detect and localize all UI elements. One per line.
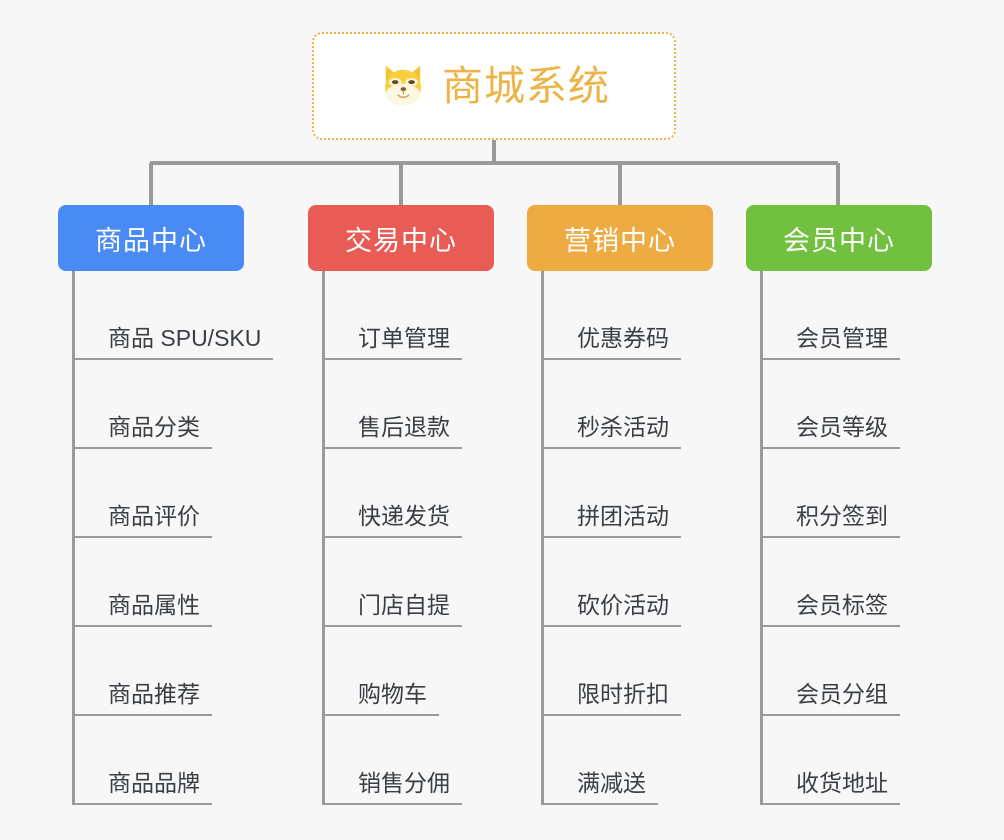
- list-item[interactable]: 满减送: [544, 716, 747, 805]
- leaf-label: 商品分类: [75, 414, 212, 449]
- leaf-label: 购物车: [325, 681, 439, 716]
- leaf-label: 会员等级: [763, 414, 900, 449]
- leaf-label: 门店自提: [325, 592, 462, 627]
- leaf-label: 积分签到: [763, 503, 900, 538]
- leaf-label: 商品推荐: [75, 681, 212, 716]
- leaf-label: 收货地址: [763, 770, 900, 805]
- category-column-会员中心: 会员中心 会员管理 会员等级 积分签到 会员标签 会员分组 收货地址: [746, 205, 966, 805]
- list-item[interactable]: 商品评价: [75, 449, 278, 538]
- leaf-list-1: 订单管理 售后退款 快递发货 门店自提 购物车 销售分佣: [322, 271, 528, 805]
- category-column-商品中心: 商品中心 商品 SPU/SKU 商品分类 商品评价 商品属性 商品推荐 商品品牌: [58, 205, 278, 805]
- list-item[interactable]: 售后退款: [325, 360, 528, 449]
- category-column-交易中心: 交易中心 订单管理 售后退款 快递发货 门店自提 购物车 销售分佣: [308, 205, 528, 805]
- list-item[interactable]: 商品 SPU/SKU: [75, 271, 278, 360]
- leaf-label: 商品评价: [75, 503, 212, 538]
- list-item[interactable]: 商品分类: [75, 360, 278, 449]
- leaf-label: 会员标签: [763, 592, 900, 627]
- leaf-label: 砍价活动: [544, 592, 681, 627]
- category-header-0[interactable]: 商品中心: [58, 205, 244, 271]
- leaf-list-2: 优惠券码 秒杀活动 拼团活动 砍价活动 限时折扣 满减送: [541, 271, 747, 805]
- list-item[interactable]: 限时折扣: [544, 627, 747, 716]
- list-item[interactable]: 商品属性: [75, 538, 278, 627]
- leaf-list-0: 商品 SPU/SKU 商品分类 商品评价 商品属性 商品推荐 商品品牌: [72, 271, 278, 805]
- leaf-label: 商品品牌: [75, 770, 212, 805]
- category-header-3[interactable]: 会员中心: [746, 205, 932, 271]
- leaf-label: 会员分组: [763, 681, 900, 716]
- list-item[interactable]: 购物车: [325, 627, 528, 716]
- list-item[interactable]: 订单管理: [325, 271, 528, 360]
- leaf-label: 拼团活动: [544, 503, 681, 538]
- list-item[interactable]: 门店自提: [325, 538, 528, 627]
- root-node[interactable]: 商城系统: [312, 32, 676, 140]
- category-column-营销中心: 营销中心 优惠券码 秒杀活动 拼团活动 砍价活动 限时折扣 满减送: [527, 205, 747, 805]
- leaf-label: 限时折扣: [544, 681, 681, 716]
- list-item[interactable]: 商品推荐: [75, 627, 278, 716]
- leaf-label: 销售分佣: [325, 770, 462, 805]
- list-item[interactable]: 快递发货: [325, 449, 528, 538]
- list-item[interactable]: 会员标签: [763, 538, 966, 627]
- list-item[interactable]: 砍价活动: [544, 538, 747, 627]
- leaf-label: 满减送: [544, 770, 658, 805]
- list-item[interactable]: 秒杀活动: [544, 360, 747, 449]
- list-item[interactable]: 优惠券码: [544, 271, 747, 360]
- list-item[interactable]: 会员分组: [763, 627, 966, 716]
- leaf-label: 商品 SPU/SKU: [75, 325, 274, 360]
- category-header-2[interactable]: 营销中心: [527, 205, 713, 271]
- list-item[interactable]: 收货地址: [763, 716, 966, 805]
- list-item[interactable]: 拼团活动: [544, 449, 747, 538]
- shiba-dog-face-icon: [385, 65, 421, 106]
- list-item[interactable]: 销售分佣: [325, 716, 528, 805]
- root-title: 商城系统: [442, 62, 610, 109]
- leaf-label: 会员管理: [763, 325, 900, 360]
- list-item[interactable]: 会员管理: [763, 271, 966, 360]
- leaf-label: 商品属性: [75, 592, 212, 627]
- list-item[interactable]: 会员等级: [763, 360, 966, 449]
- list-item[interactable]: 积分签到: [763, 449, 966, 538]
- leaf-label: 订单管理: [325, 325, 462, 360]
- category-header-1[interactable]: 交易中心: [308, 205, 494, 271]
- leaf-label: 秒杀活动: [544, 414, 681, 449]
- leaf-list-3: 会员管理 会员等级 积分签到 会员标签 会员分组 收货地址: [760, 271, 966, 805]
- leaf-label: 快递发货: [325, 503, 462, 538]
- list-item[interactable]: 商品品牌: [75, 716, 278, 805]
- leaf-label: 售后退款: [325, 414, 462, 449]
- leaf-label: 优惠券码: [544, 325, 681, 360]
